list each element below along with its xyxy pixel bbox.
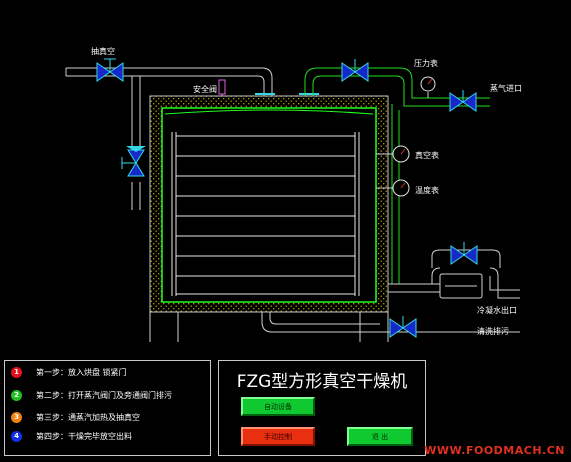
chamber-legs [149,312,389,342]
manual-control-button[interactable]: 手动控制 [241,427,315,446]
drain-valve[interactable] [389,316,417,338]
step-4-number: 4 [11,430,22,442]
vacuum-gauge-label: 真空表 [415,151,439,160]
control-panel: FZG型方形真空干燥机 自动设备 手动控制 退 出 [218,360,426,456]
step-3-text: 第三步：通蒸汽加热及抽真空 [36,412,140,422]
steam-inlet-valve[interactable] [449,90,477,112]
step-1-text: 第一步：放入烘盘 锁紧门 [36,367,127,377]
auto-device-button[interactable]: 自动设备 [241,397,315,416]
step-3-number: 3 [11,411,22,423]
vacuum-pump-label: 抽真空 [91,47,115,56]
steam-inlet-label: 蒸气进口 [490,84,522,93]
watermark: WWW.FOODMACH.CN [424,444,565,457]
step-1: 1 第一步：放入烘盘 锁紧门 [11,365,127,379]
safety-valve-label: 安全阀 [193,85,217,94]
step-3: 3 第三步：通蒸汽加热及抽真空 [11,410,140,424]
step-2-number: 2 [11,389,22,401]
step-4-text: 第四步：干燥完毕放空出料 [36,431,132,441]
machine-title: FZG型方形真空干燥机 [236,372,408,392]
steps-panel: 1 第一步：放入烘盘 锁紧门 2 第二步：打开蒸汽阀门及旁通阀门排污 3 第三步… [4,360,211,456]
step-1-number: 1 [11,366,22,378]
thermometer-gauge [376,179,410,197]
exit-button[interactable]: 退 出 [347,427,413,446]
step-2-text: 第二步：打开蒸汽阀门及旁通阀门排污 [36,390,172,400]
condensate-pipe [388,249,520,299]
vacuum-pipe [65,67,273,210]
bypass-valve[interactable] [121,146,146,177]
step-4: 4 第四步：干燥完毕放空出料 [11,429,132,443]
vacuum-valve[interactable] [96,58,124,82]
steam-trap [439,273,483,299]
steam-valve-top[interactable] [341,59,369,82]
condensate-outlet-label: 冷凝水出口 [477,306,517,315]
heating-shelves [171,132,360,296]
pressure-gauge-label: 压力表 [414,59,438,68]
step-2: 2 第二步：打开蒸汽阀门及旁通阀门排污 [11,388,172,402]
drain-pipe [261,312,520,333]
pressure-gauge [420,76,436,98]
thermometer-label: 温度表 [415,186,439,195]
condensate-bypass-valve[interactable] [450,242,478,265]
vacuum-gauge [376,145,410,163]
drain-label: 清洗排污 [477,327,509,336]
drying-chamber [161,107,377,303]
steam-pipe [304,67,490,107]
